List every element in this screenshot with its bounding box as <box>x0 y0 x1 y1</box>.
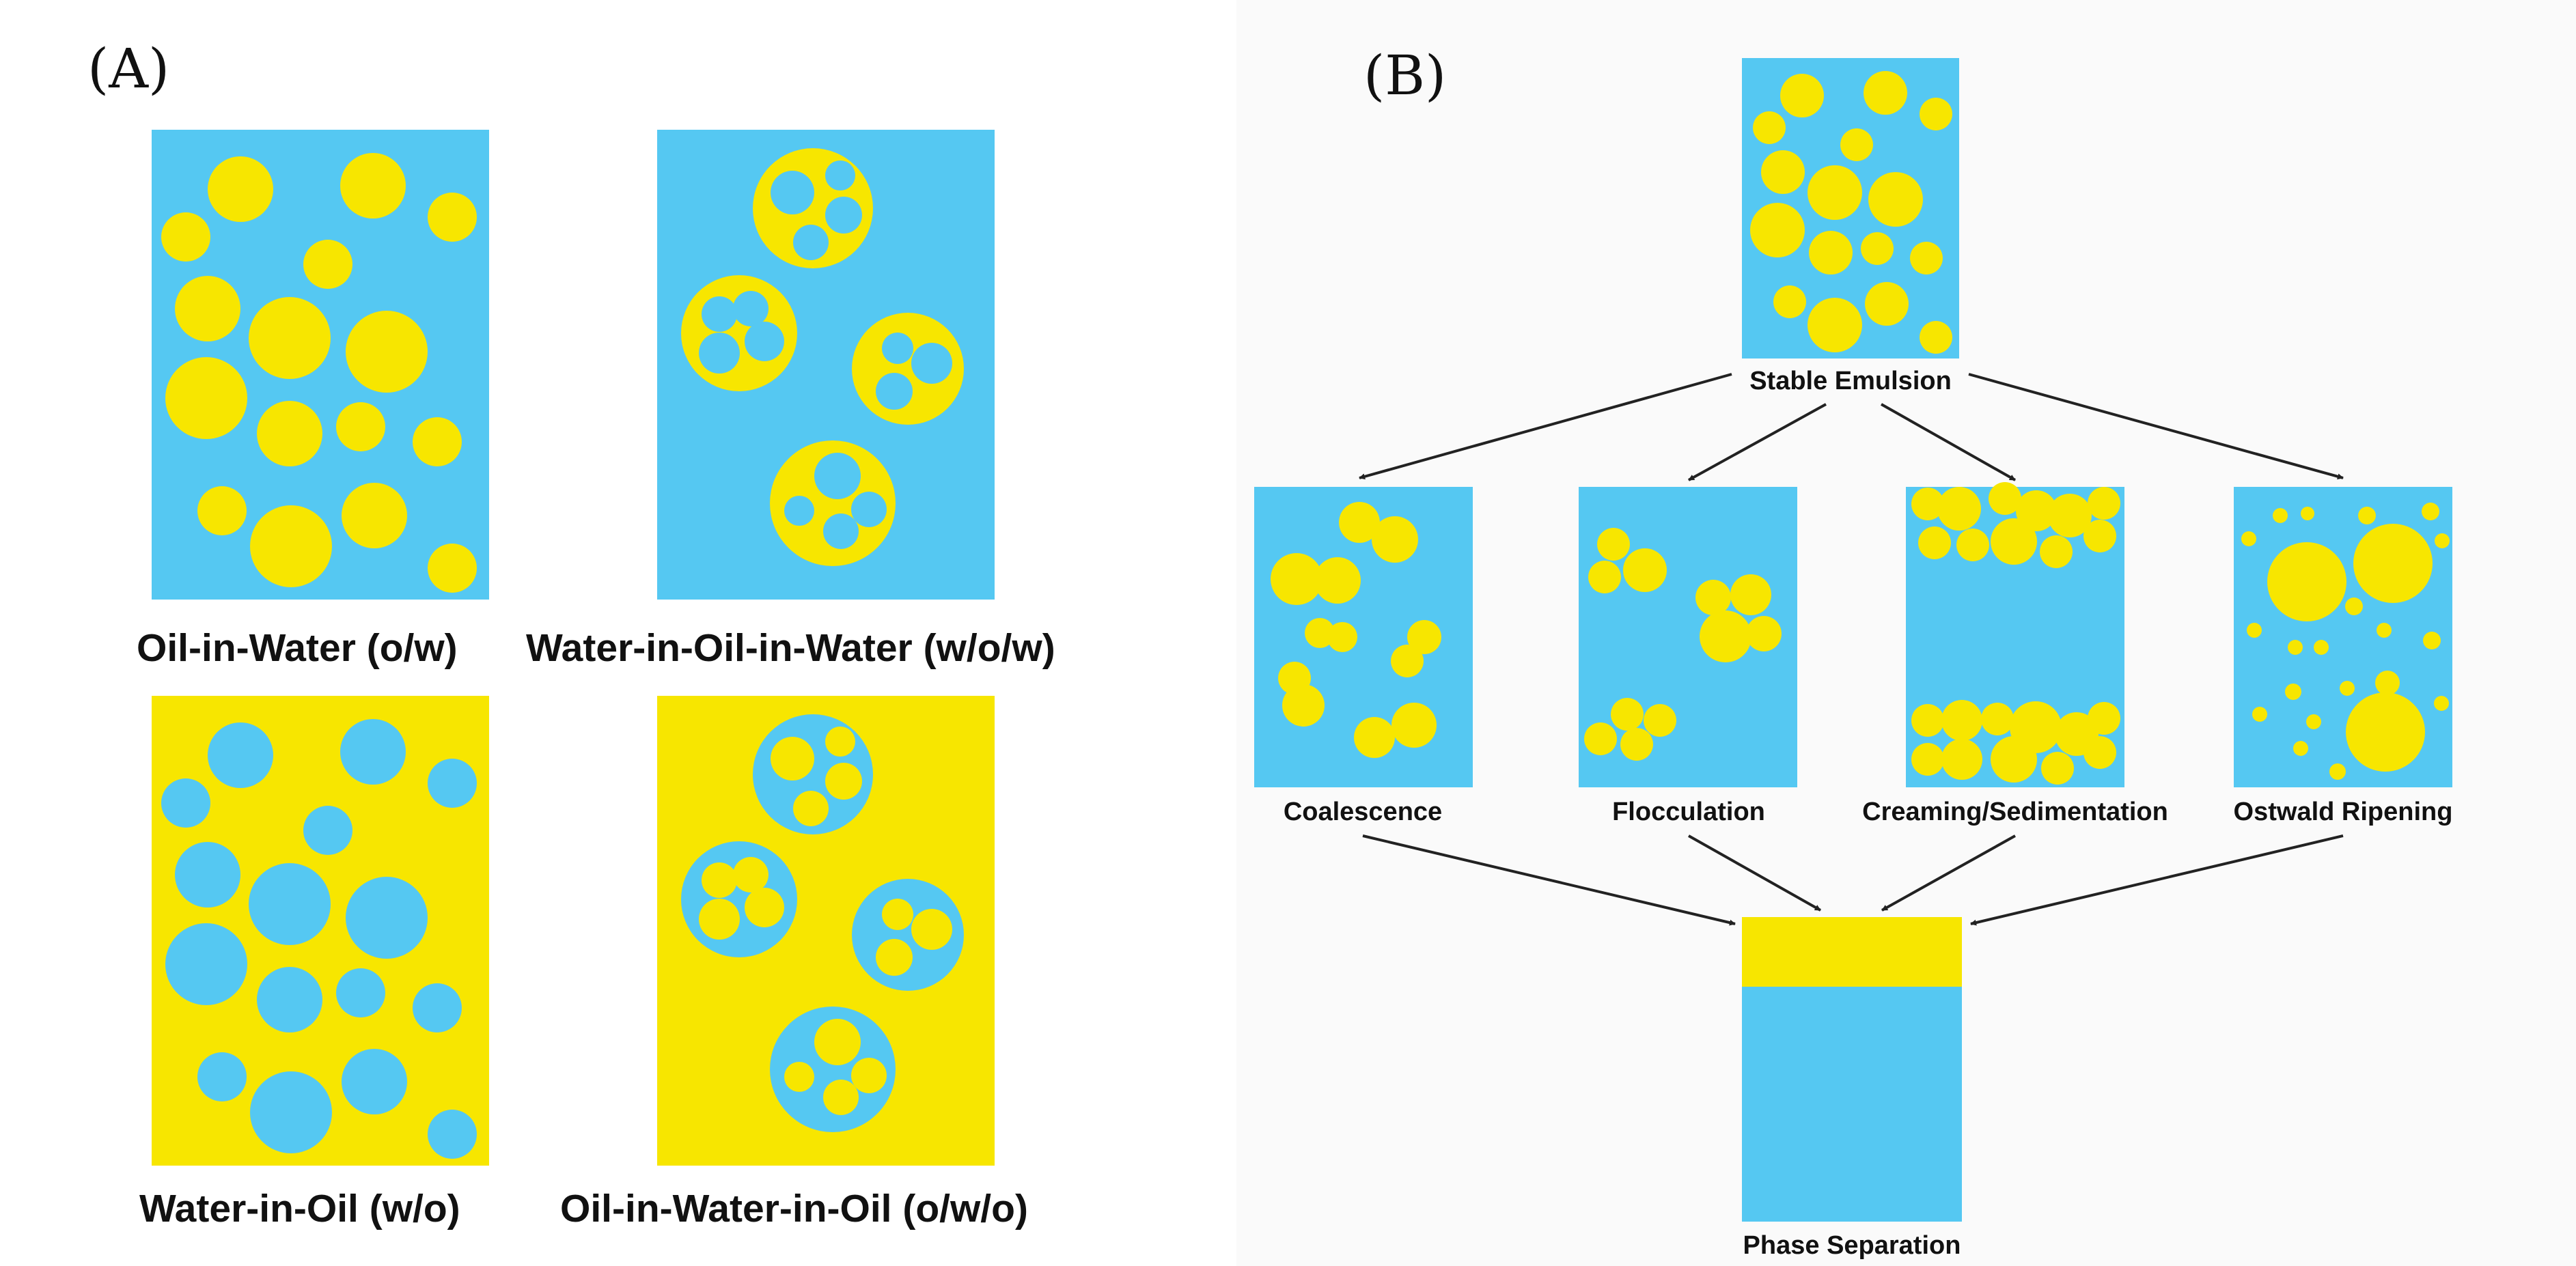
arrow-stable-to-flocculation <box>1688 403 1827 481</box>
ostwald-ripening-box <box>2234 487 2452 787</box>
arrow-flocculation-to-phase <box>1688 834 1821 912</box>
caption-oil-in-water: Oil-in-Water (o/w) <box>137 626 458 670</box>
compound-droplets <box>681 148 964 566</box>
label-creaming-sedimentation: Creaming/Sedimentation <box>1862 798 2168 826</box>
oil-droplets <box>1911 482 2120 785</box>
oil-in-water-box <box>152 130 489 600</box>
stable-emulsion-box <box>1742 58 1959 358</box>
phase-separation-box <box>1742 917 1962 1222</box>
label-stable-emulsion: Stable Emulsion <box>1749 367 1952 395</box>
oil-droplets <box>2241 503 2450 780</box>
panel-a-letter: (A) <box>87 37 169 100</box>
arrow-coalescence-to-phase <box>1362 834 1736 926</box>
creaming-sedimentation-box <box>1906 482 2124 787</box>
arrow-creaming-to-phase <box>1881 834 2016 912</box>
compound-droplets <box>681 714 964 1132</box>
water-droplets <box>161 719 477 1159</box>
pathway-arrows <box>1359 373 2344 926</box>
water-in-oil-in-water-box <box>657 130 995 600</box>
arrow-stable-to-ostwald <box>1968 373 2344 480</box>
panel-b: Stable Emulsion Coalescence <box>1254 58 2452 1260</box>
panel-b-letter: (B) <box>1363 44 1446 107</box>
coalescence-box <box>1254 487 1473 787</box>
arrow-ostwald-to-phase <box>1970 834 2344 926</box>
oil-droplets <box>161 153 477 593</box>
flocculation-box <box>1579 487 1797 787</box>
panel-a: Oil-in-Water (o/w) Water-in-Oil-in-Water… <box>137 130 1055 1230</box>
water-in-oil-box <box>152 696 489 1166</box>
arrow-stable-to-coalescence <box>1359 373 1732 480</box>
label-ostwald-ripening: Ostwald Ripening <box>2234 798 2453 826</box>
caption-water-in-oil: Water-in-Oil (w/o) <box>139 1187 460 1230</box>
caption-oil-in-water-in-oil: Oil-in-Water-in-Oil (o/w/o) <box>560 1187 1028 1230</box>
arrow-stable-to-creaming <box>1881 403 2016 481</box>
oil-droplets <box>1271 502 1441 758</box>
label-coalescence: Coalescence <box>1284 798 1442 826</box>
label-flocculation: Flocculation <box>1612 798 1765 826</box>
label-phase-separation: Phase Separation <box>1743 1231 1961 1260</box>
oil-droplets <box>1750 71 1952 354</box>
oil-droplets <box>1584 528 1782 761</box>
oil-in-water-in-oil-box <box>657 696 995 1166</box>
caption-water-in-oil-in-water: Water-in-Oil-in-Water (w/o/w) <box>526 626 1055 670</box>
